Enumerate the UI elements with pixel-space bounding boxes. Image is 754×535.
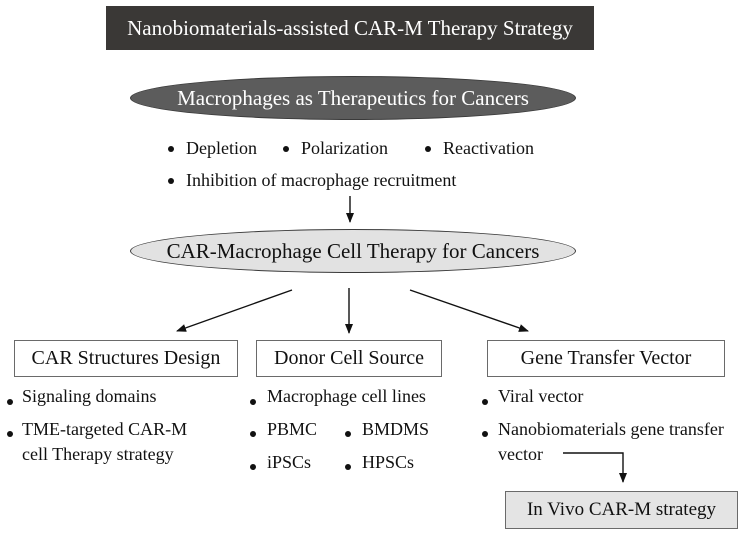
therapeutics-label: Macrophages as Therapeutics for Cancers <box>177 85 529 110</box>
bullet-dot <box>345 431 351 437</box>
arrow-to-car-structures <box>176 289 293 332</box>
arrow-to-gene-transfer <box>409 289 529 332</box>
bullet-inhibition: Inhibition of macrophage recruitment <box>186 170 457 190</box>
bullet-depletion: Depletion <box>186 138 257 158</box>
bullet-macrophage-cell-lines: Macrophage cell lines <box>267 386 426 406</box>
therapeutics-ellipse: Macrophages as Therapeutics for Cancers <box>130 76 576 120</box>
bullet-dot <box>7 399 13 405</box>
bullet-dot <box>345 464 351 470</box>
car-structures-title: CAR Structures Design <box>31 347 221 369</box>
bullet-dot <box>168 146 174 152</box>
bullet-nano-gene-transfer: Nanobiomaterials gene transfer <box>498 419 724 439</box>
bullet-viral-vector: Viral vector <box>498 386 584 406</box>
bullet-reactivation: Reactivation <box>443 138 534 158</box>
bullet-ipscs: iPSCs <box>267 452 312 472</box>
bullet-dot <box>250 399 256 405</box>
in-vivo-label: In Vivo CAR-M strategy <box>526 499 717 520</box>
bullet-signaling-domains: Signaling domains <box>22 386 157 406</box>
bullet-tme-targeted: TME-targeted CAR-M <box>22 419 188 439</box>
arrow-to-in-vivo <box>563 452 627 483</box>
bullet-polarization: Polarization <box>301 138 388 158</box>
donor-cell-box: Donor Cell Source <box>256 340 442 377</box>
bullet-dot <box>283 146 289 152</box>
bullet-tme-targeted-cont: cell Therapy strategy <box>22 444 174 464</box>
bullet-dot <box>482 431 488 437</box>
gene-transfer-title: Gene Transfer Vector <box>520 347 692 369</box>
bullet-dot <box>168 178 174 184</box>
bullet-hpscs: HPSCs <box>362 452 415 472</box>
cell-therapy-label: CAR-Macrophage Cell Therapy for Cancers <box>166 238 540 263</box>
gene-transfer-box: Gene Transfer Vector <box>487 340 725 377</box>
bullet-nano-gene-transfer-cont: vector <box>498 444 543 464</box>
donor-cell-title: Donor Cell Source <box>274 347 424 369</box>
bullet-dot <box>7 431 13 437</box>
bullet-dot <box>425 146 431 152</box>
diagram-title: Nanobiomaterials-assisted CAR-M Therapy … <box>106 6 594 50</box>
car-structures-box: CAR Structures Design <box>14 340 238 377</box>
bullet-dot <box>482 399 488 405</box>
bullet-bmdms: BMDMS <box>362 419 430 439</box>
cell-therapy-ellipse: CAR-Macrophage Cell Therapy for Cancers <box>130 229 576 273</box>
bullet-dot <box>250 431 256 437</box>
bullet-pbmc: PBMC <box>267 419 318 439</box>
bullet-dot <box>250 464 256 470</box>
in-vivo-box: In Vivo CAR-M strategy <box>505 491 738 529</box>
